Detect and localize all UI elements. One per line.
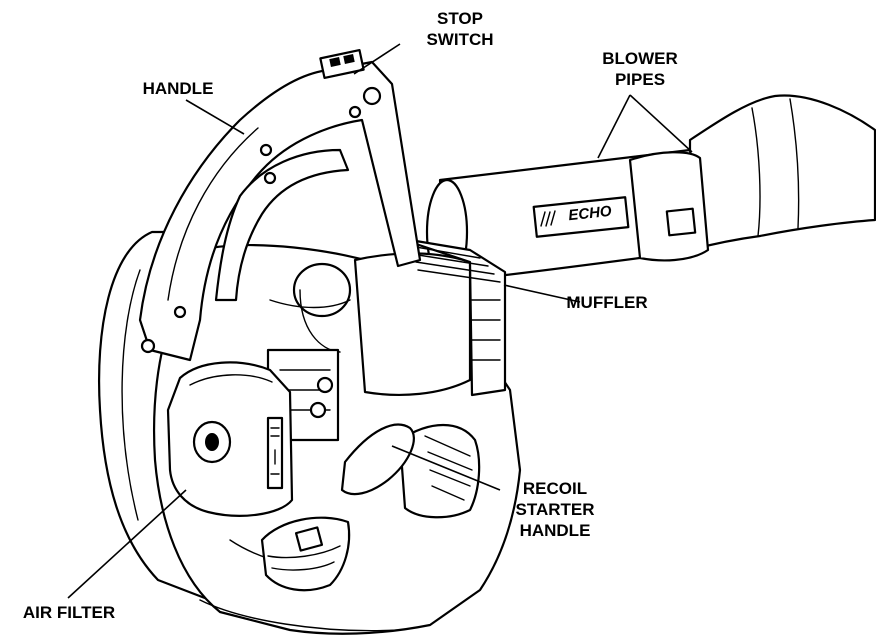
label-air-filter: AIR FILTER: [22, 603, 116, 622]
label-recoil-line3: HANDLE: [519, 521, 591, 540]
label-handle: HANDLE: [142, 79, 214, 98]
label-recoil-line2: STARTER: [515, 500, 595, 519]
echo-logo: [532, 196, 630, 238]
fuel-cap: [260, 516, 351, 592]
leader-lines: [67, 43, 693, 599]
label-muffler: MUFFLER: [566, 293, 648, 312]
label-recoil-starter-handle: RECOIL STARTER HANDLE: [500, 478, 610, 541]
blower-pipe-inner: [425, 148, 710, 286]
stop-switch-part: [319, 48, 365, 80]
label-blower-pipes: BLOWER PIPES: [585, 48, 695, 90]
label-stop-switch-line2: SWITCH: [426, 30, 494, 49]
label-stop-switch-line1: STOP: [437, 9, 483, 28]
muffler-block: [353, 236, 507, 397]
label-recoil-line1: RECOIL: [522, 479, 588, 498]
label-blower-pipes-line1: BLOWER: [602, 49, 678, 68]
air-filter-cover: [166, 361, 294, 517]
label-blower-pipes-line2: PIPES: [614, 70, 666, 89]
recoil-starter: [340, 423, 481, 519]
blower-pipe-outer: [688, 94, 876, 252]
label-stop-switch: STOP SWITCH: [410, 8, 510, 50]
handle-frame: [138, 60, 422, 362]
